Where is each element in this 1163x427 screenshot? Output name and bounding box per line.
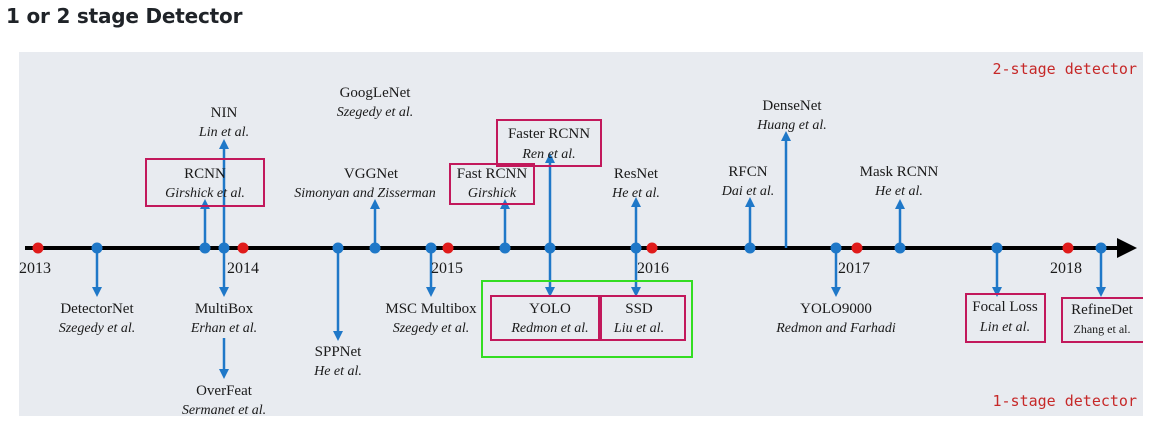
- year-dot-2018: [1062, 242, 1074, 254]
- mask-rcnn-dot: [894, 242, 906, 254]
- fast-rcnn-highlight-box: [449, 163, 535, 205]
- year-label-2017: 2017: [838, 260, 870, 277]
- detector-timeline-diagram: 2-stage detector 1-stage detector: [19, 52, 1143, 416]
- faster-rcnn-authors: Ren et al.: [521, 147, 575, 162]
- page-title: 1 or 2 stage Detector: [6, 4, 243, 28]
- mask-rcnn-name: Mask RCNN: [860, 164, 939, 180]
- year-dot-2013: [32, 242, 44, 254]
- mask-rcnn-authors: He et al.: [874, 184, 923, 199]
- multibox-name: MultiBox: [195, 301, 254, 317]
- overfeat-authors: Sermanet et al.: [182, 403, 266, 416]
- resnet-ssd-dot: [630, 242, 642, 254]
- nin-name: NIN: [211, 105, 238, 121]
- one-stage-label: 1-stage detector: [993, 392, 1138, 410]
- one-stage-highlight-box: [481, 280, 693, 358]
- yolo9000-dot: [830, 242, 842, 254]
- year-label-2016: 2016: [637, 260, 669, 277]
- vggnet-name: VGGNet: [344, 166, 399, 182]
- googlenet-authors: Szegedy et al.: [337, 105, 414, 120]
- detectornet-name: DetectorNet: [60, 301, 134, 317]
- sppnet-dot: [332, 242, 344, 254]
- rfcn-authors: Dai et al.: [721, 184, 775, 199]
- two-stage-label: 2-stage detector: [993, 60, 1138, 78]
- resnet-authors: He et al.: [611, 186, 660, 201]
- rcnn-name: RCNN: [184, 166, 226, 182]
- densenet-authors: Huang et al.: [756, 118, 827, 133]
- refinedet-highlight-box: [1061, 297, 1143, 343]
- ssd-authors: Liu et al.: [613, 321, 664, 336]
- focal-loss-highlight-box: [965, 293, 1046, 343]
- ssd-highlight-box: [598, 295, 686, 341]
- detectornet-dot: [91, 242, 103, 254]
- yolo9000-authors: Redmon and Farhadi: [775, 321, 896, 336]
- msc-multibox-authors: Szegedy et al.: [393, 321, 470, 336]
- faster-rcnn-yolo-dot: [544, 242, 556, 254]
- vggnet-dot: [369, 242, 381, 254]
- densenet-name: DenseNet: [762, 98, 822, 114]
- faster-rcnn-highlight-box: [496, 119, 602, 167]
- rfcn-name: RFCN: [728, 164, 767, 180]
- yolo9000-name: YOLO9000: [800, 301, 872, 317]
- year-dot-2015: [442, 242, 454, 254]
- year-label-2013: 2013: [19, 260, 51, 277]
- multibox-authors: Erhan et al.: [190, 321, 257, 336]
- refinedet-name: RefineDet: [1071, 302, 1133, 318]
- year-label-2015: 2015: [431, 260, 463, 277]
- year-dot-2016: [646, 242, 658, 254]
- nin-multibox-dot: [218, 242, 230, 254]
- overfeat-name: OverFeat: [196, 383, 253, 399]
- refinedet-dot: [1095, 242, 1107, 254]
- rcnn-authors: Girshick et al.: [165, 186, 245, 201]
- fast-rcnn-authors: Girshick: [468, 186, 517, 201]
- detectornet-authors: Szegedy et al.: [59, 321, 136, 336]
- year-dot-2017: [851, 242, 863, 254]
- sppnet-authors: He et al.: [313, 364, 362, 379]
- yolo-highlight-box: [490, 295, 602, 341]
- diagram-background: [19, 52, 1143, 416]
- faster-rcnn-name: Faster RCNN: [508, 126, 590, 142]
- sppnet-name: SPPNet: [315, 344, 363, 360]
- focal-loss-authors: Lin et al.: [979, 320, 1030, 335]
- focal-loss-dot: [991, 242, 1003, 254]
- year-label-2018: 2018: [1050, 260, 1082, 277]
- googlenet-name: GoogLeNet: [340, 85, 412, 101]
- resnet-name: ResNet: [614, 166, 659, 182]
- ssd-name: SSD: [625, 301, 653, 317]
- rcnn-dot: [199, 242, 211, 254]
- rcnn-highlight-box: [145, 158, 265, 207]
- msc-multibox-name: MSC Multibox: [385, 301, 477, 317]
- fast-rcnn-dot: [499, 242, 511, 254]
- yolo-name: YOLO: [529, 301, 571, 317]
- year-dot-2014: [237, 242, 249, 254]
- year-label-2014: 2014: [227, 260, 259, 277]
- fast-rcnn-name: Fast RCNN: [457, 166, 528, 182]
- yolo-authors: Redmon et al.: [510, 321, 588, 336]
- rfcn-dot: [744, 242, 756, 254]
- refinedet-authors: Zhang et al.: [1074, 322, 1131, 336]
- nin-authors: Lin et al.: [198, 125, 249, 140]
- focal-loss-name: Focal Loss: [972, 299, 1038, 315]
- vggnet-authors: Simonyan and Zisserman: [294, 186, 436, 201]
- msc-multibox-dot: [425, 242, 437, 254]
- timeline-svg: 2-stage detector 1-stage detector: [19, 52, 1143, 416]
